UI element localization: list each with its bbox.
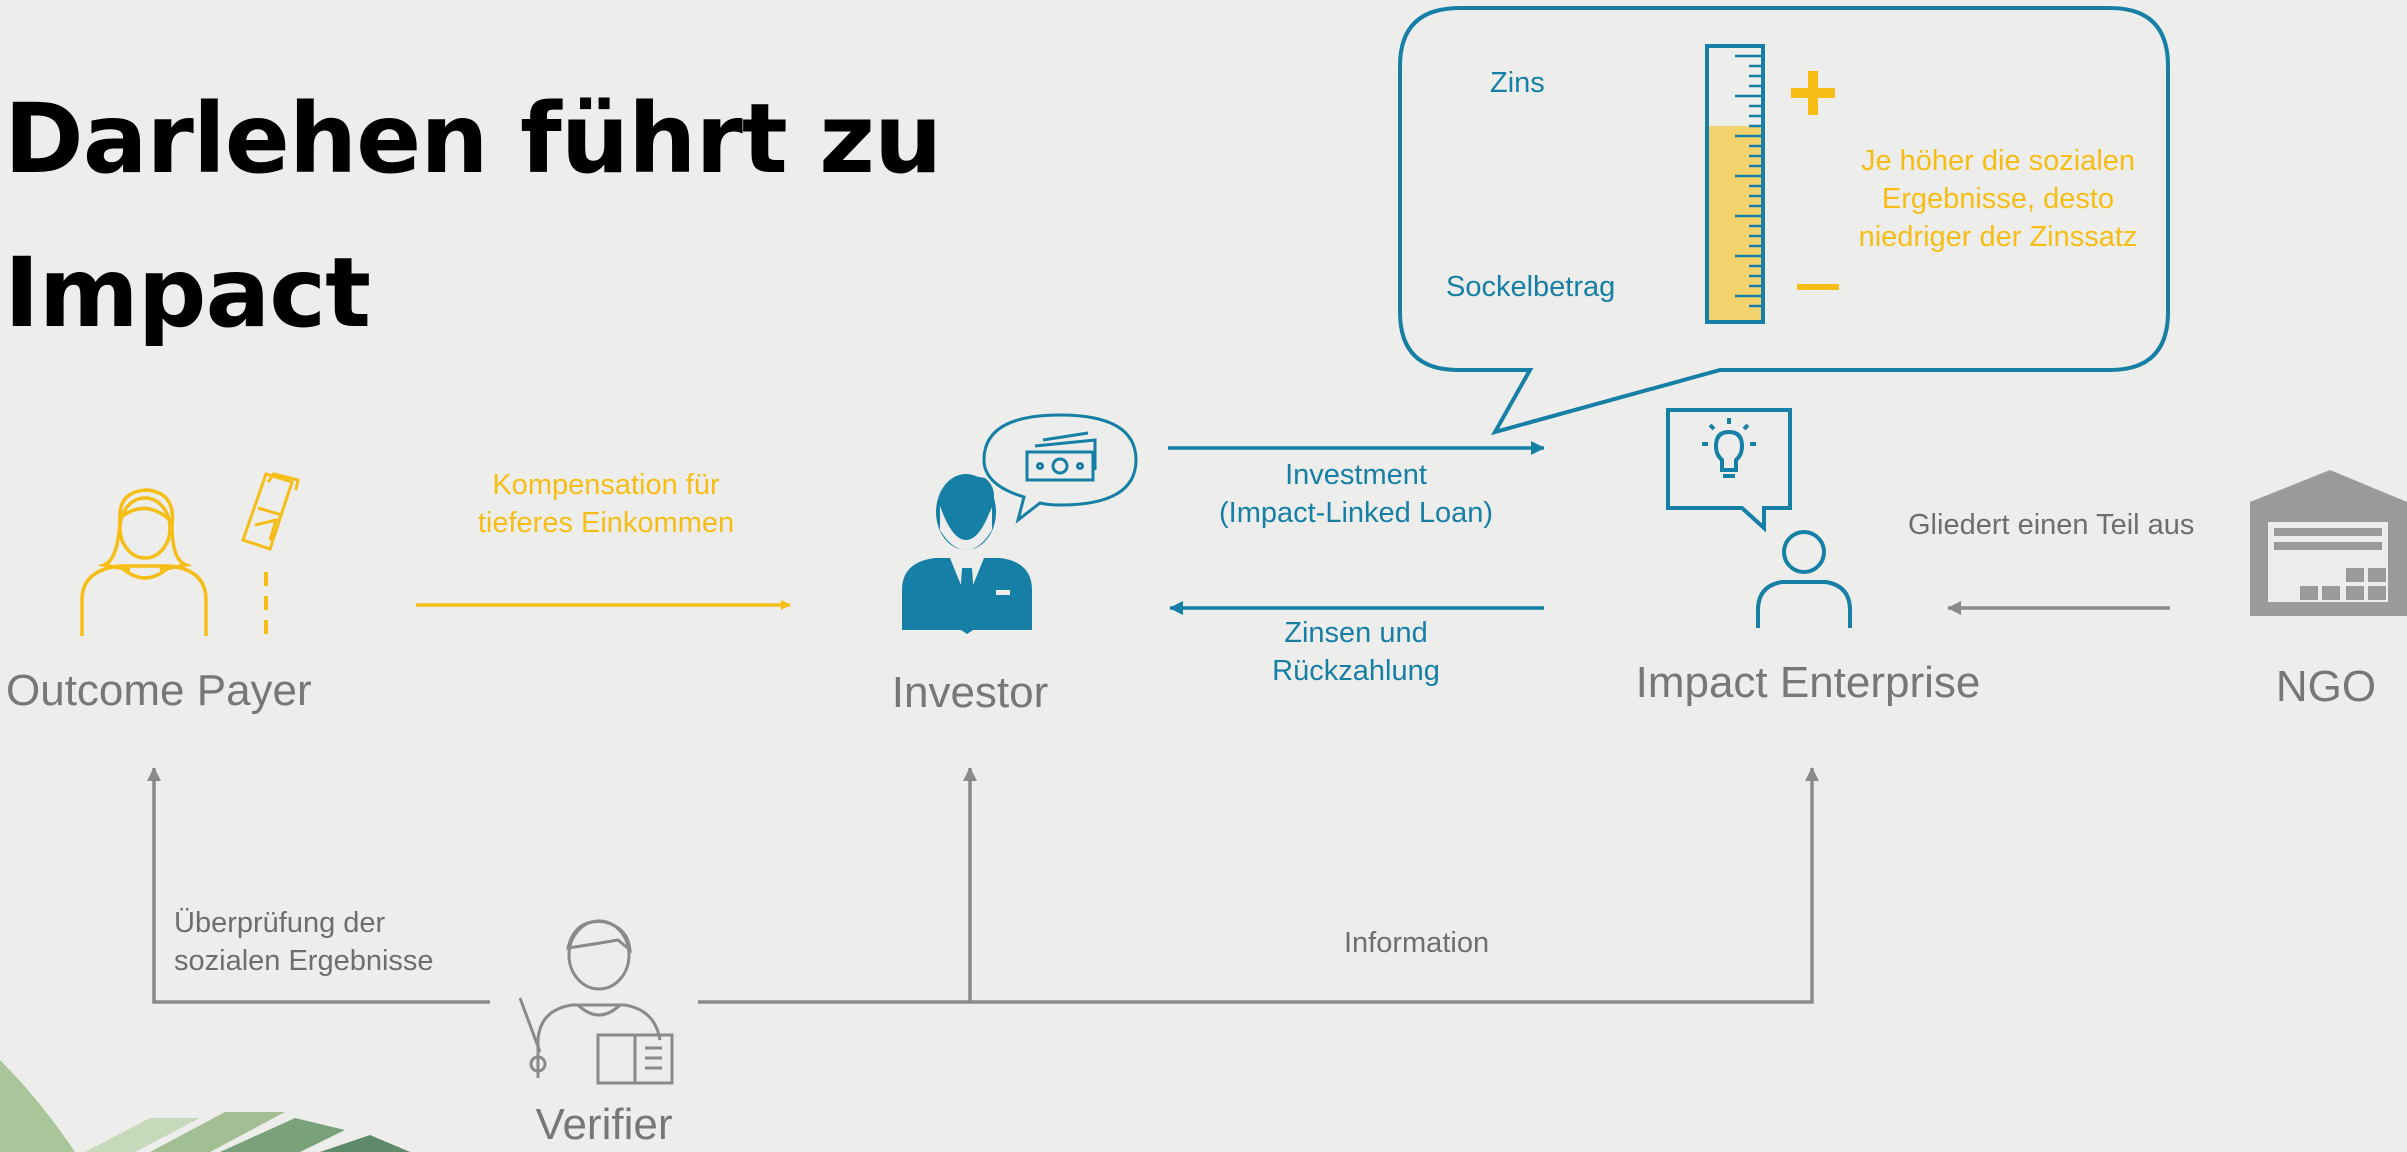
money-bars-icon [241,472,300,551]
minus-icon [1797,284,1839,290]
ngo-label: NGO [2275,662,2377,711]
information-label: Information [1344,927,1490,959]
lightbulb-speech-icon [1666,408,1792,533]
teacher-icon [518,919,674,1085]
businessman-icon [902,474,1032,634]
gauge-icon [1705,44,1765,324]
verifier-label: Verifier [535,1100,673,1149]
interest-label-line-1: Zinsen und [1284,617,1428,649]
outcome-payer-label: Outcome Payer [6,666,312,715]
compensation-label-line-1: Kompensation für [492,469,720,501]
compensation-label: Kompensation für tieferes Einkommen [478,466,734,542]
interest-label: Zinsen und Rückzahlung [1272,614,1440,690]
verification-label-line-1: Überprüfung der [174,907,386,939]
sockelbetrag-label: Sockelbetrag [1446,271,1616,303]
interest-label-line-2: Rückzahlung [1272,655,1440,687]
verification-line [147,767,490,1004]
warehouse-icon [2250,470,2407,616]
impact-enterprise-label: Impact Enterprise [1635,658,1981,707]
banknote-speech-icon [982,413,1138,524]
verification-label-line-2: sozialen Ergebnisse [174,945,434,977]
investment-label-line-2: (Impact-Linked Loan) [1218,497,1494,529]
page-title: Darlehen führt zu Impact [4,62,942,370]
interest-rate-note-line-2: Ergebnisse, desto [1881,183,2115,215]
leaf-decoration [0,1060,410,1152]
title-line-1: Darlehen führt zu [4,83,942,195]
woman-icon [80,488,208,636]
interest-rate-note-line-1: Je höher die sozialen [1860,145,2136,177]
zins-label: Zins [1490,67,1545,99]
person-icon [1756,530,1852,628]
compensation-label-line-2: tieferes Einkommen [477,507,735,539]
investor-label: Investor [891,668,1049,717]
information-line [698,767,1819,1004]
interest-rate-note-line-3: niedriger der Zinssatz [1858,221,2138,253]
callout-bubble [1398,6,2170,436]
spinoff-label: Gliedert einen Teil aus [1908,509,2195,541]
investment-label-line-1: Investment [1285,459,1427,491]
interest-rate-note: Je höher die sozialen Ergebnisse, desto … [1859,142,2138,256]
title-line-2: Impact [4,237,371,349]
investment-label: Investment (Impact-Linked Loan) [1219,456,1493,532]
verification-label: Überprüfung der sozialen Ergebnisse [174,904,434,980]
plus-icon [1791,71,1835,115]
